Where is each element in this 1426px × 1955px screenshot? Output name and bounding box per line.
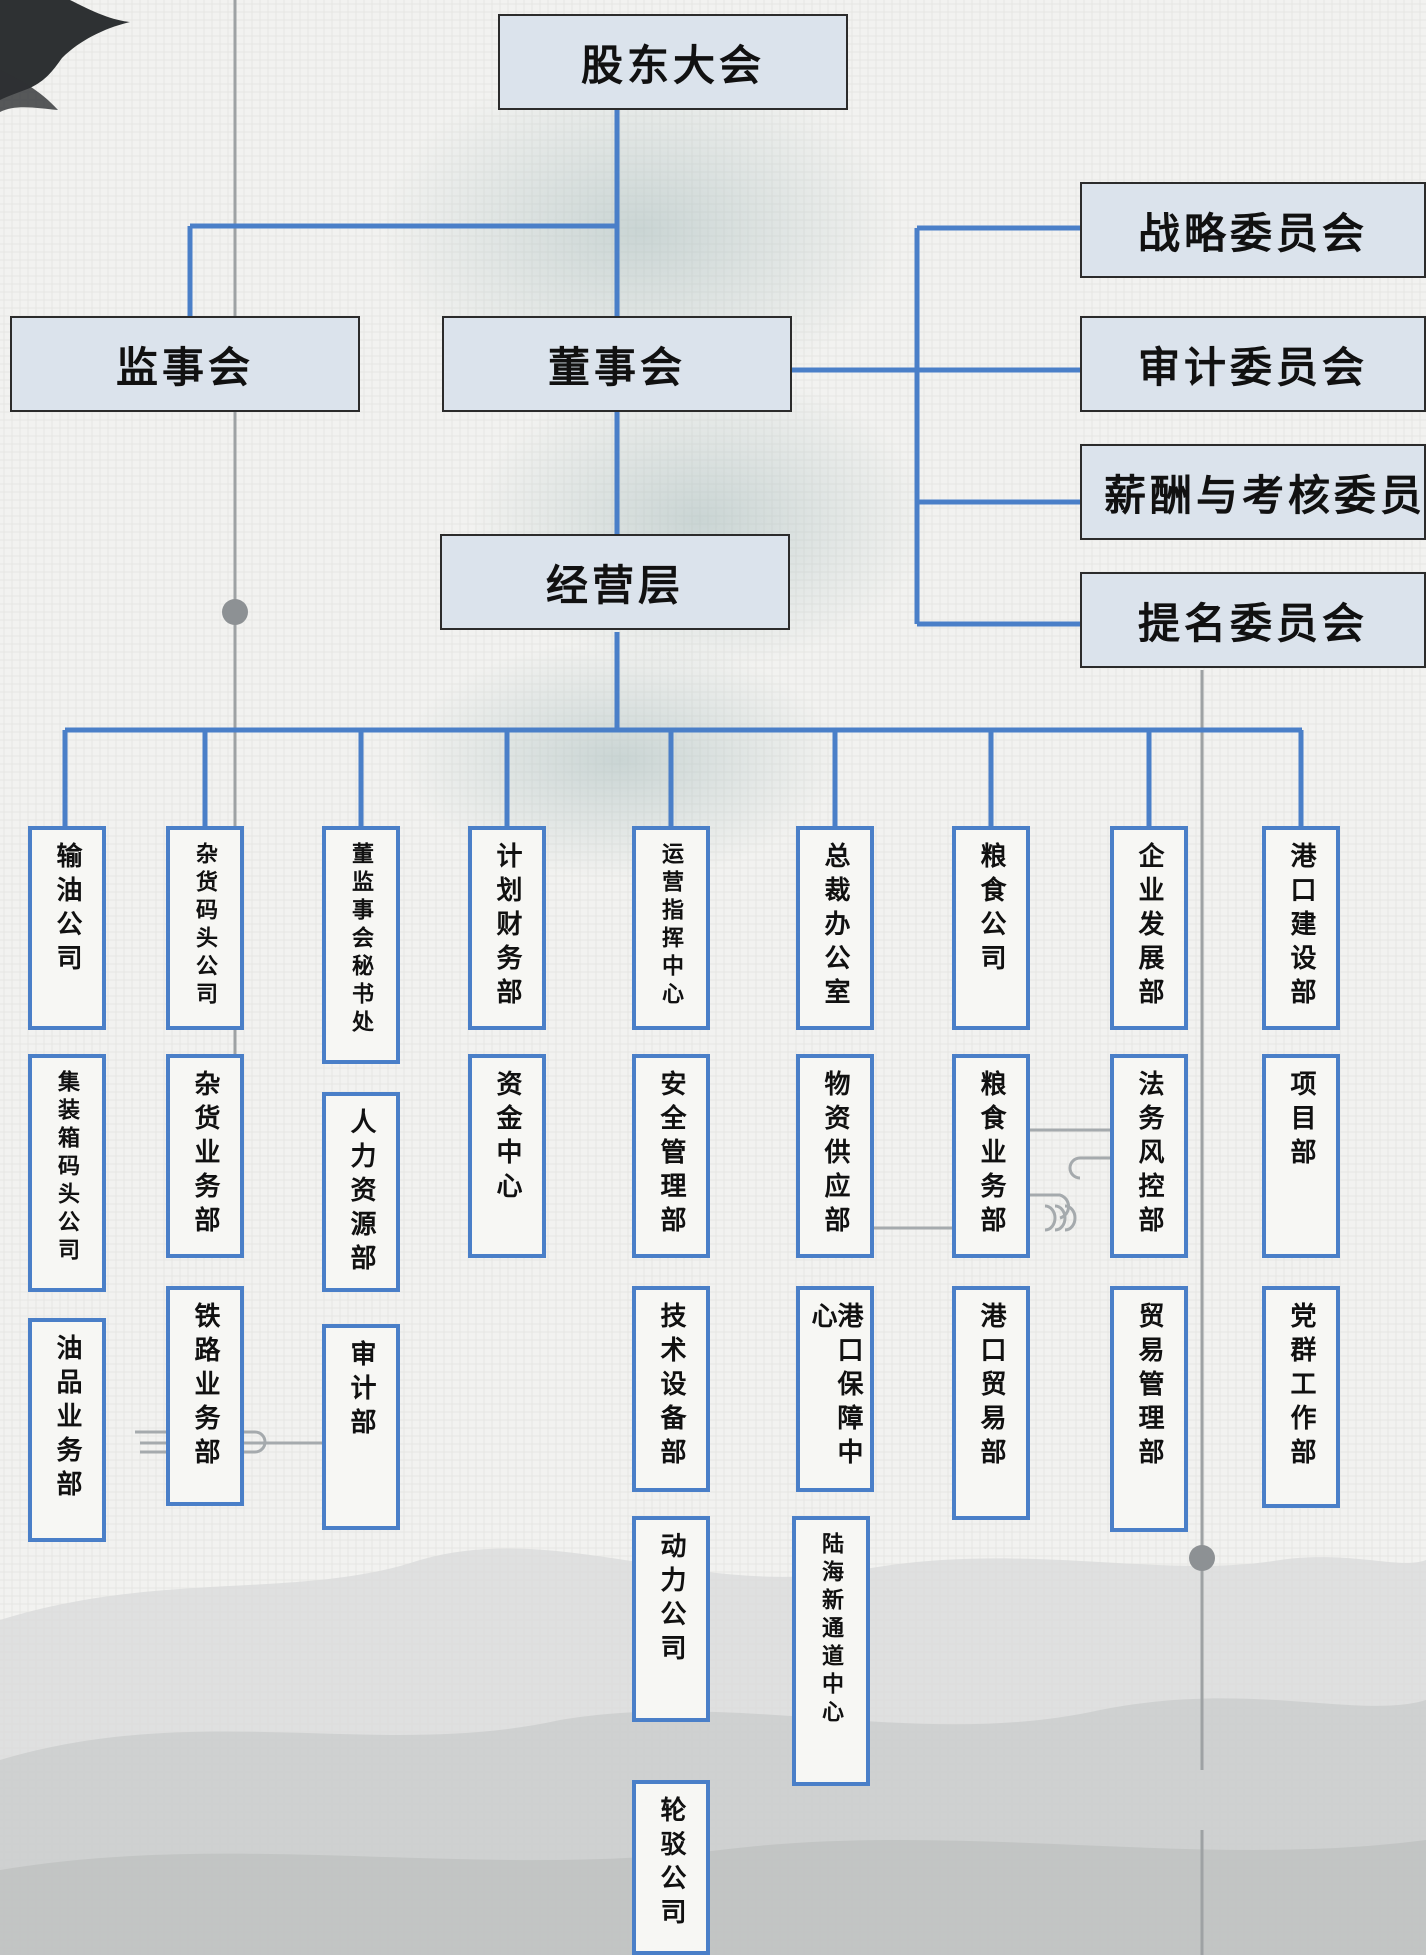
department-box: 资金中心 [468, 1054, 546, 1258]
department-box: 技术设备部 [632, 1286, 710, 1492]
department-label: 杂货码头公司 [192, 842, 218, 1010]
department-label: 审计部 [346, 1340, 376, 1442]
department-box: 动力公司 [632, 1516, 710, 1722]
department-label: 港口建设部 [1286, 842, 1316, 1012]
department-box: 运营指挥中心 [632, 826, 710, 1030]
department-label: 资金中心 [492, 1070, 522, 1206]
department-label: 董监事会秘书处 [348, 842, 374, 1038]
committee-label: 薪酬与考核委员 [1104, 470, 1426, 520]
department-box: 港口建设部 [1262, 826, 1340, 1030]
department-label: 党群工作部 [1286, 1302, 1316, 1472]
shareholders-meeting-box: 股东大会 [498, 14, 848, 110]
management-label: 经营层 [545, 560, 684, 610]
shareholders-meeting-label: 股东大会 [580, 40, 765, 90]
department-box: 党群工作部 [1262, 1286, 1340, 1508]
department-box: 董监事会秘书处 [322, 826, 400, 1064]
department-box: 企业发展部 [1110, 826, 1188, 1030]
department-label: 杂货业务部 [190, 1070, 220, 1240]
board-of-directors-label: 董事会 [547, 342, 686, 392]
department-label: 贸易管理部 [1134, 1302, 1164, 1472]
department-label: 项目部 [1286, 1070, 1316, 1172]
decorative-bead [222, 599, 248, 625]
department-box: 铁路业务部 [166, 1286, 244, 1506]
committee-box-audit: 审计委员会 [1080, 316, 1426, 412]
department-box: 粮食公司 [952, 826, 1030, 1030]
ink-wash-cloud [380, 60, 900, 400]
department-label: 物资供应部 [820, 1070, 850, 1240]
department-label: 油品业务部 [52, 1334, 82, 1504]
department-box: 总裁办公室 [796, 826, 874, 1030]
supervisory-board-label: 监事会 [115, 342, 254, 392]
department-box: 安全管理部 [632, 1054, 710, 1258]
department-label: 技术设备部 [656, 1302, 686, 1472]
department-label: 法务风控部 [1134, 1070, 1164, 1240]
committee-box-remuneration: 薪酬与考核委员 [1080, 444, 1426, 540]
department-box: 人力资源部 [322, 1092, 400, 1292]
committee-box-nomination: 提名委员会 [1080, 572, 1426, 668]
ink-wash-cloud [400, 640, 840, 880]
department-box: 粮食业务部 [952, 1054, 1030, 1258]
decorative-bead [1189, 1545, 1215, 1571]
department-label: 铁路业务部 [190, 1302, 220, 1472]
department-label: 人力资源部 [346, 1108, 376, 1278]
department-box: 法务风控部 [1110, 1054, 1188, 1258]
committee-label: 提名委员会 [1137, 598, 1368, 648]
department-label: 轮驳公司 [656, 1796, 686, 1932]
department-label: 港口贸易部 [976, 1302, 1006, 1472]
department-box: 杂货码头公司 [166, 826, 244, 1030]
department-label: 计划财务部 [492, 842, 522, 1012]
department-label: 输油公司 [52, 842, 82, 978]
department-box: 轮驳公司 [632, 1780, 710, 1955]
department-label: 总裁办公室 [820, 842, 850, 1012]
department-box: 港口贸易部 [952, 1286, 1030, 1520]
committee-box-strategy: 战略委员会 [1080, 182, 1426, 278]
committee-label: 战略委员会 [1137, 208, 1368, 258]
mountain-silhouette [0, 1840, 1426, 1955]
department-box: 项目部 [1262, 1054, 1340, 1258]
department-box: 物资供应部 [796, 1054, 874, 1258]
department-box: 陆海新通道中心 [792, 1516, 870, 1786]
department-label: 动力公司 [656, 1532, 686, 1668]
department-label: 陆海新通道中心 [818, 1532, 844, 1728]
bird-illustration [0, 0, 130, 112]
department-label: 粮食业务部 [976, 1070, 1006, 1240]
department-box: 杂货业务部 [166, 1054, 244, 1258]
department-label: 企业发展部 [1134, 842, 1164, 1012]
department-box: 审计部 [322, 1324, 400, 1530]
department-box: 输油公司 [28, 826, 106, 1030]
department-box: 贸易管理部 [1110, 1286, 1188, 1532]
board-of-directors-box: 董事会 [442, 316, 792, 412]
committee-label: 审计委员会 [1137, 342, 1368, 392]
department-label: 安全管理部 [656, 1070, 686, 1240]
management-box: 经营层 [440, 534, 790, 630]
supervisory-board-box: 监事会 [10, 316, 360, 412]
department-box: 油品业务部 [28, 1318, 106, 1542]
department-label: 港口保障中心 [807, 1302, 863, 1472]
department-box: 集装箱码头公司 [28, 1054, 106, 1292]
department-box: 计划财务部 [468, 826, 546, 1030]
department-label: 粮食公司 [976, 842, 1006, 978]
department-label: 运营指挥中心 [658, 842, 684, 1010]
department-label: 集装箱码头公司 [54, 1070, 80, 1266]
department-box: 港口保障中心 [796, 1286, 874, 1492]
